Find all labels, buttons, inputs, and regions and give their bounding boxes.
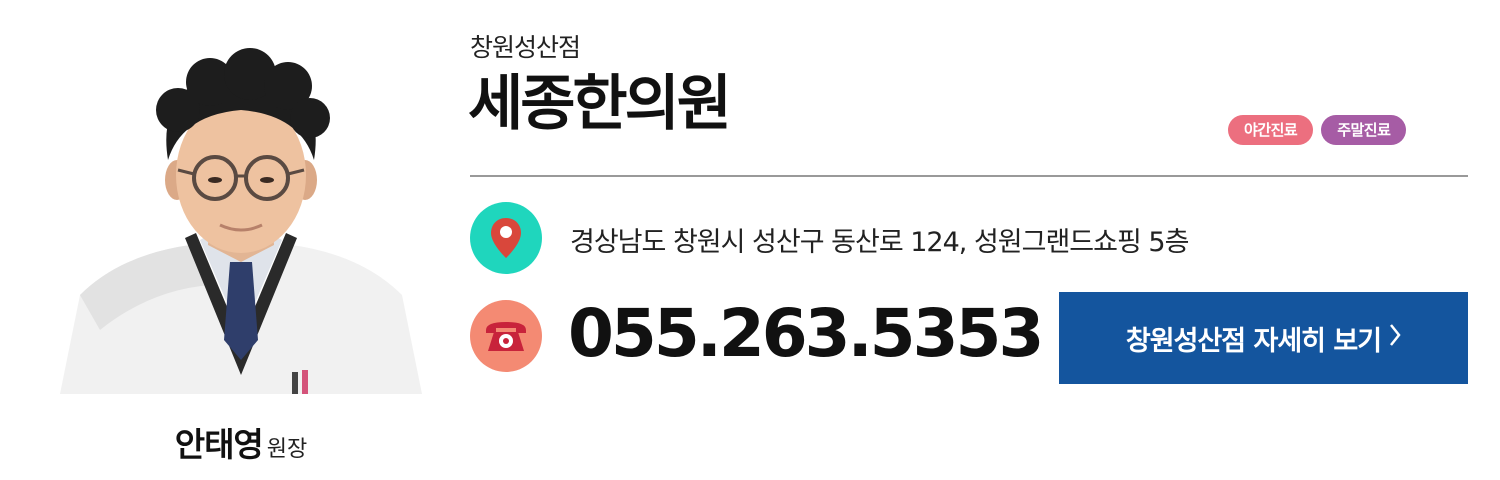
map-pin-icon [470, 202, 542, 274]
phone-number[interactable]: 055.263.5353 [568, 295, 1044, 372]
telephone-icon [470, 300, 542, 372]
doctor-name: 안태영 [174, 425, 264, 464]
branch-detail-label: 창원성산점 자세히 보기 [1125, 325, 1382, 357]
chevron-right-icon [1389, 323, 1401, 354]
address-text: 경상남도 창원시 성산구 동산로 124, 성원그랜드쇼핑 5층 [570, 227, 1189, 258]
divider [470, 175, 1468, 177]
doctor-role: 원장 [266, 437, 308, 462]
doctor-photo [60, 40, 422, 394]
branch-detail-button[interactable]: 창원성산점 자세히 보기 [1059, 292, 1468, 384]
weekend-clinic-badge: 주말진료 [1321, 115, 1407, 145]
night-clinic-badge: 야간진료 [1228, 115, 1314, 145]
clinic-title: 세종한의원 [468, 69, 732, 139]
branch-name: 창원성산점 [470, 33, 581, 62]
badge-group: 야간진료 주말진료 [1228, 115, 1407, 145]
